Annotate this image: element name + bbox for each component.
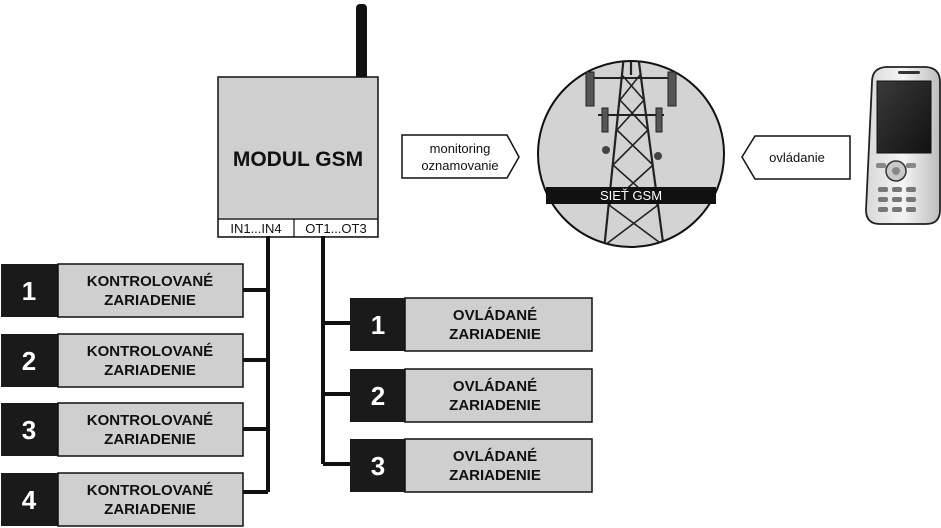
antenna-icon bbox=[356, 4, 367, 80]
connector-lines bbox=[243, 236, 350, 494]
controlled-device-3: 3 OVLÁDANÉ ZARIADENIE bbox=[350, 438, 593, 493]
device-number: 4 bbox=[22, 485, 37, 515]
device-label-line1: KONTROLOVANÉ bbox=[87, 412, 213, 429]
arrow-control-label: ovládanie bbox=[769, 150, 825, 165]
monitored-device-3: 3 KONTROLOVANÉ ZARIADENIE bbox=[1, 402, 244, 457]
device-label-line1: KONTROLOVANÉ bbox=[87, 343, 213, 360]
device-number: 2 bbox=[371, 381, 385, 411]
gsm-module: MODUL GSM IN1...IN4 OT1...OT3 bbox=[217, 76, 379, 238]
arrow-monitoring-line2: oznamovanie bbox=[421, 158, 498, 173]
device-label-line1: KONTROLOVANÉ bbox=[87, 273, 213, 290]
mobile-phone-icon bbox=[865, 66, 941, 225]
device-label-line1: OVLÁDANÉ bbox=[453, 378, 537, 395]
device-number: 3 bbox=[22, 415, 36, 445]
device-number: 1 bbox=[371, 310, 385, 340]
arrow-monitoring-line1: monitoring bbox=[430, 141, 491, 156]
device-number: 1 bbox=[22, 276, 36, 306]
device-label-line2: ZARIADENIE bbox=[104, 501, 196, 518]
controlled-device-2: 2 OVLÁDANÉ ZARIADENIE bbox=[350, 368, 593, 423]
device-label-line2: ZARIADENIE bbox=[449, 326, 541, 343]
device-label-line1: KONTROLOVANÉ bbox=[87, 482, 213, 499]
device-number: 3 bbox=[371, 451, 385, 481]
port-out-label: OT1...OT3 bbox=[305, 221, 366, 236]
monitored-device-4: 4 KONTROLOVANÉ ZARIADENIE bbox=[1, 472, 244, 527]
network-label: SIEŤ GSM bbox=[600, 188, 662, 203]
monitored-device-1: 1 KONTROLOVANÉ ZARIADENIE bbox=[1, 263, 244, 318]
device-label-line2: ZARIADENIE bbox=[104, 431, 196, 448]
device-label-line1: OVLÁDANÉ bbox=[453, 307, 537, 324]
device-label-line2: ZARIADENIE bbox=[104, 292, 196, 309]
arrow-control: ovládanie bbox=[741, 135, 851, 180]
device-number: 2 bbox=[22, 346, 36, 376]
module-title: MODUL GSM bbox=[233, 148, 363, 171]
gsm-tower: SIEŤ GSM bbox=[537, 60, 725, 248]
controlled-device-1: 1 OVLÁDANÉ ZARIADENIE bbox=[350, 297, 593, 352]
device-label-line2: ZARIADENIE bbox=[104, 362, 196, 379]
device-label-line2: ZARIADENIE bbox=[449, 467, 541, 484]
device-label-line1: OVLÁDANÉ bbox=[453, 448, 537, 465]
device-label-line2: ZARIADENIE bbox=[449, 397, 541, 414]
tower-icon bbox=[585, 61, 677, 247]
monitored-device-2: 2 KONTROLOVANÉ ZARIADENIE bbox=[1, 333, 244, 388]
port-in-label: IN1...IN4 bbox=[230, 221, 281, 236]
arrow-monitoring: monitoring oznamovanie bbox=[401, 134, 520, 179]
